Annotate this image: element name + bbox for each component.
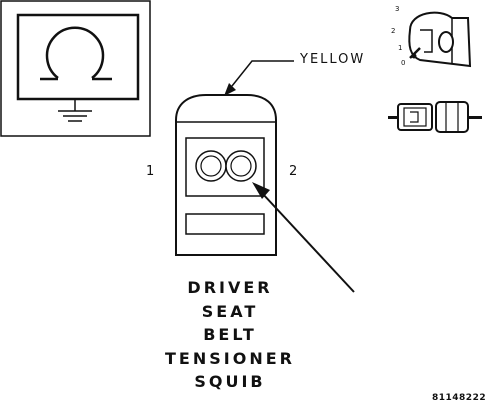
title-line-2: SEAT xyxy=(201,301,259,321)
key-position-0: 0 xyxy=(401,59,406,67)
title-line-4: TENSIONER xyxy=(165,348,295,368)
color-leader-line xyxy=(231,60,294,87)
pin-number-1: 1 xyxy=(146,164,155,179)
pointer-arrowhead xyxy=(252,182,270,199)
ignition-key-icon xyxy=(408,11,472,68)
figure-number: 81148222 xyxy=(432,393,487,403)
key-position-3: 3 xyxy=(395,5,400,13)
key-position-2: 2 xyxy=(391,27,396,35)
pointer-line xyxy=(261,192,355,293)
color-leader-arrowhead xyxy=(224,83,236,96)
component-title: DRIVER SEAT BELT TENSIONER SQUIB xyxy=(160,276,300,394)
title-line-1: DRIVER xyxy=(187,278,273,297)
title-line-5: SQUIB xyxy=(194,372,266,391)
connector-pair-icon xyxy=(388,101,482,133)
pin-number-2: 2 xyxy=(289,164,298,179)
squib-connector xyxy=(175,94,277,256)
wire-color-label: YELLOW xyxy=(300,52,366,67)
key-position-1: 1 xyxy=(398,44,403,52)
title-line-3: BELT xyxy=(203,325,257,344)
omega-ground-symbol-icon xyxy=(0,0,151,137)
